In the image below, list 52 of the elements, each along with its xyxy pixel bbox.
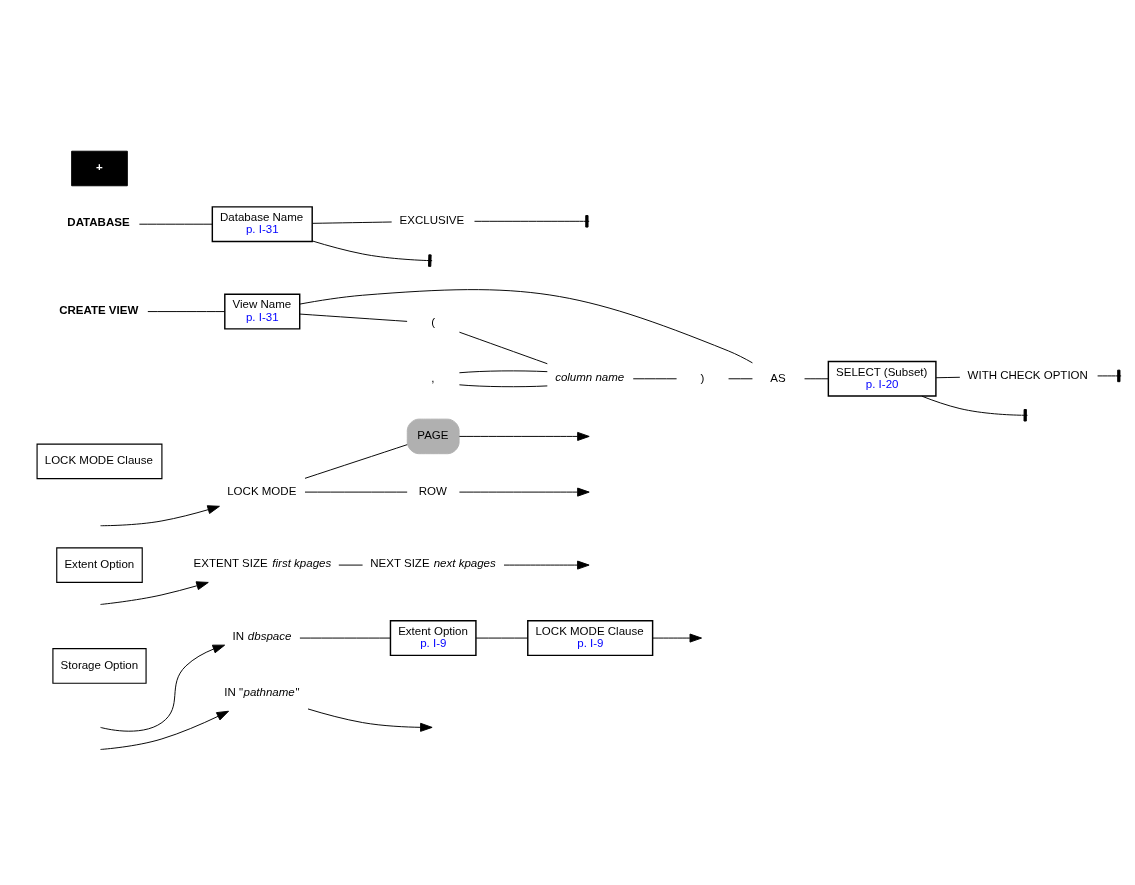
connector	[475, 637, 529, 639]
node-box: Extent Option	[56, 546, 143, 583]
connector	[299, 637, 391, 639]
node-box: Extent Option p. I-9	[389, 619, 477, 656]
node-text: EXTENT SIZE first kpages	[193, 556, 332, 569]
node-text: EXCLUSIVE	[399, 213, 465, 226]
arrow	[307, 707, 433, 732]
node-text: ,	[431, 371, 435, 384]
connector	[304, 443, 408, 479]
connector	[299, 288, 753, 363]
arrow	[100, 504, 220, 526]
connector	[935, 376, 961, 378]
connector	[458, 331, 548, 364]
node-box: Storage Option	[52, 647, 147, 684]
node-text: NEXT SIZE next kpages	[370, 556, 496, 569]
node-text: LOCK MODE	[227, 484, 297, 497]
node-text: column name	[555, 370, 625, 383]
connector	[299, 313, 408, 322]
connector	[147, 310, 226, 312]
node-text: IN "pathname"	[224, 685, 300, 698]
node-text: CREATE VIEW	[59, 303, 139, 316]
connector	[311, 239, 433, 261]
connector	[474, 220, 590, 222]
arrow	[100, 644, 226, 732]
arrow	[503, 560, 590, 570]
node-box: LOCK MODE Clause p. I-9	[527, 619, 654, 656]
arrow	[652, 633, 702, 643]
connector	[804, 377, 829, 379]
node-box: +	[71, 150, 128, 186]
node-box: View Name p. I-31	[224, 293, 301, 330]
node-box: LOCK MODE Clause	[36, 443, 163, 479]
arrow	[100, 710, 230, 750]
node-box: PAGE	[406, 418, 460, 454]
connector	[632, 377, 678, 379]
node-text: ROW	[418, 484, 447, 497]
connector	[458, 383, 548, 387]
node-text: )	[700, 371, 705, 384]
connector	[458, 369, 548, 373]
arrow	[458, 431, 590, 441]
node-text: WITH CHECK OPTION	[967, 368, 1088, 381]
arrow	[100, 580, 209, 605]
node-text: (	[431, 315, 436, 328]
node-text: DATABASE	[67, 215, 130, 228]
node-box: SELECT (Subset) p. I-20	[827, 360, 937, 397]
node-box: Database Name p. I-31	[211, 205, 313, 242]
node-text: AS	[770, 371, 786, 384]
connector	[1097, 374, 1122, 376]
connector	[312, 221, 393, 224]
node-text: IN dbspace	[232, 629, 292, 642]
arrow	[458, 487, 590, 497]
connector	[728, 377, 753, 379]
connector	[138, 223, 213, 225]
